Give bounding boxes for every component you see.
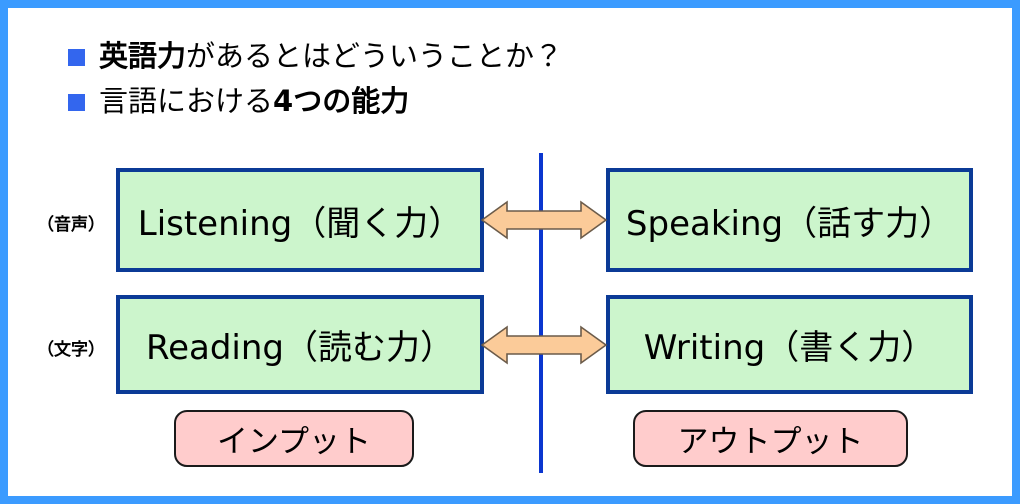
double-arrow-icon (481, 200, 607, 240)
modality-label-audio: （音声） (37, 215, 105, 235)
skill-box-reading: Reading（読む力） (116, 295, 484, 394)
skill-box-listening: Listening（聞く力） (116, 168, 484, 272)
double-arrow-icon (481, 325, 607, 365)
modality-label-text: （文字） (37, 340, 105, 360)
skill-box-reading-label: Reading（読む力） (145, 328, 454, 368)
skill-box-writing: Writing（書く力） (606, 295, 973, 394)
skill-box-writing-label: Writing（書く力） (643, 328, 936, 368)
heading-bullet-row-2: 言語における4つの能力 (68, 79, 968, 124)
bullet-square-icon (68, 94, 85, 111)
skill-box-speaking-label: Speaking（話す力） (625, 203, 954, 244)
heading-line-1-bold: 英語力 (99, 39, 187, 73)
heading-line-1-rest: があるとはどういうことか？ (186, 39, 564, 73)
center-divider-line (539, 153, 543, 473)
heading-line-2: 言語における4つの能力 (99, 87, 409, 116)
pill-output-label: アウトプット (677, 424, 864, 460)
skill-box-listening-label: Listening（聞く力） (137, 203, 463, 244)
heading-bullet-list: 英語力があるとはどういうことか？ 言語における4つの能力 (68, 34, 968, 124)
heading-line-1: 英語力があるとはどういうことか？ (99, 42, 563, 71)
heading-line-2-bold: 4つの能力 (273, 84, 410, 118)
pill-input-label: インプット (216, 424, 372, 460)
bullet-square-icon (68, 49, 85, 66)
pill-input: インプット (174, 410, 414, 467)
pill-output: アウトプット (633, 410, 908, 467)
heading-bullet-row-1: 英語力があるとはどういうことか？ (68, 34, 968, 79)
skill-box-speaking: Speaking（話す力） (606, 168, 973, 272)
heading-line-2-lead: 言語における (99, 84, 274, 118)
